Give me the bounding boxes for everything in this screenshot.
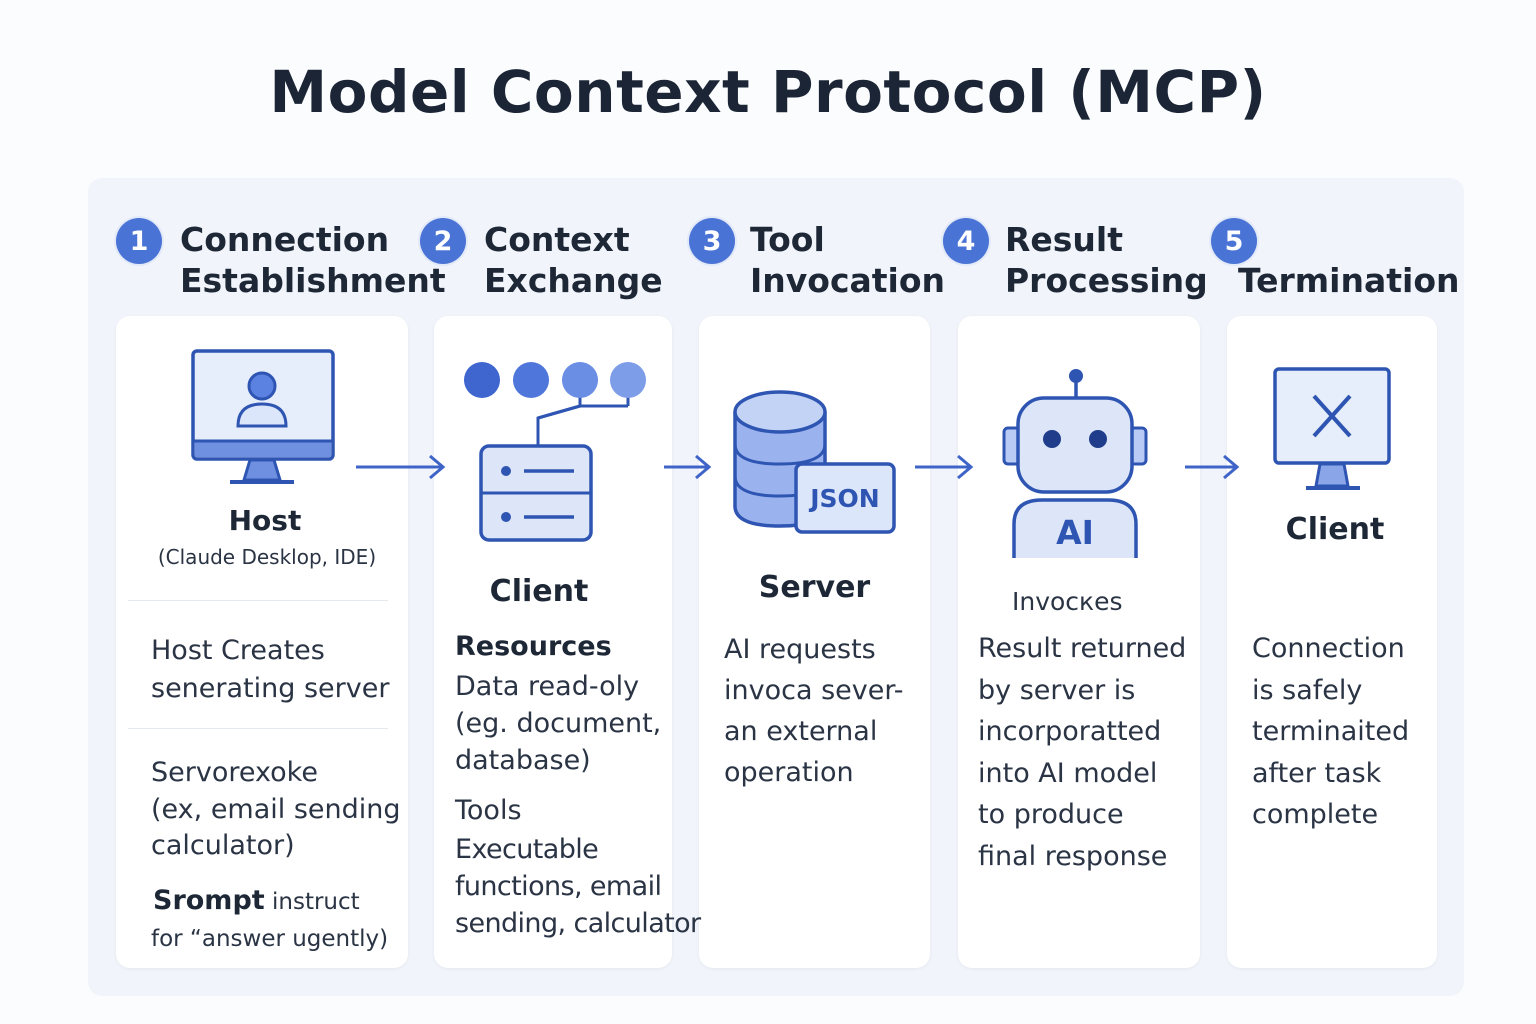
host-block-2-bold: Servo xyxy=(151,757,229,788)
step-5-title-line1 xyxy=(1238,219,1460,260)
server-label: Server xyxy=(758,570,871,605)
step-3-title: Tool Invocation xyxy=(750,219,945,301)
step-5-title: Termination xyxy=(1238,219,1460,301)
step-2-title-line2: Exchange xyxy=(484,261,663,300)
client-label: Client xyxy=(489,574,589,609)
host-block-1: Host Creates senerating server xyxy=(151,635,390,704)
host-block-2-heading: Servorexoke xyxy=(151,754,318,792)
step-5-title-line2: Termination xyxy=(1238,261,1460,300)
host-monitor-icon xyxy=(191,349,335,484)
step-4-title-line1: Result xyxy=(1005,220,1124,259)
step-2-title: Context Exchange xyxy=(484,219,663,301)
ai-subtitle: Invocкes xyxy=(1012,587,1123,616)
card-client xyxy=(434,316,672,968)
host-block-2-text: (ex, email sending calculator) xyxy=(151,794,401,861)
client-server-rack-icon xyxy=(464,362,646,542)
page-title: Model Context Protocol (MCP) xyxy=(269,58,1267,126)
step-5-badge: 5 xyxy=(1211,218,1257,264)
termination-client-label: Client xyxy=(1285,512,1385,547)
host-block-3-heading: Srompt instruct xyxy=(153,882,360,921)
host-sublabel: (Claude Desklop, IDE) xyxy=(157,545,377,569)
step-3-title-line1: Tool xyxy=(750,220,825,259)
host-block-3-bold: Srompt xyxy=(153,885,265,916)
arrow-4-5-icon xyxy=(1185,454,1240,480)
step-4-badge: 4 xyxy=(943,218,989,264)
host-block-3-rest: instruct xyxy=(264,889,360,915)
resources-heading: Resources xyxy=(455,631,612,662)
step-1-badge: 1 xyxy=(116,218,162,264)
database-json-icon xyxy=(733,390,896,534)
host-block-2-rest: rexoke xyxy=(228,757,318,788)
arrow-2-3-icon xyxy=(664,454,712,480)
host-label: Host xyxy=(228,504,302,537)
step-4-title: Result Processing xyxy=(1005,219,1208,301)
terminate-monitor-icon xyxy=(1273,367,1391,490)
step-1-title-line1: Connection xyxy=(180,220,390,259)
tools-text: Executable functions, email sending, cal… xyxy=(455,834,701,939)
step-3-badge: 3 xyxy=(689,218,735,264)
resources-text: Data read-oly (eg. document, database) xyxy=(455,671,662,776)
step-2-title-line1: Context xyxy=(484,220,630,259)
step-4-title-line2: Processing xyxy=(1005,261,1208,300)
step-1-title-line2: Establishment xyxy=(180,261,446,300)
ai-badge-label: AI xyxy=(1056,513,1094,552)
step-2-badge: 2 xyxy=(420,218,466,264)
host-block-3-line2: for “answer ugently) xyxy=(151,926,389,952)
json-badge-label: JSON xyxy=(810,483,880,513)
arrow-3-4-icon xyxy=(915,454,974,480)
ai-text: Result returned by server is incorporatt… xyxy=(978,633,1187,872)
step-3-title-line2: Invocation xyxy=(750,261,946,300)
tools-heading: Tools xyxy=(455,795,522,826)
arrow-1-2-icon xyxy=(356,454,446,480)
ai-robot-icon xyxy=(1002,369,1148,558)
step-1-title: Connection Establishment xyxy=(180,219,446,301)
host-divider-1 xyxy=(128,600,388,601)
server-text: AI requests invoca sever- an external op… xyxy=(724,634,904,788)
host-divider-2 xyxy=(128,728,388,729)
termination-text: Connection is safely terminaited after t… xyxy=(1252,633,1410,830)
